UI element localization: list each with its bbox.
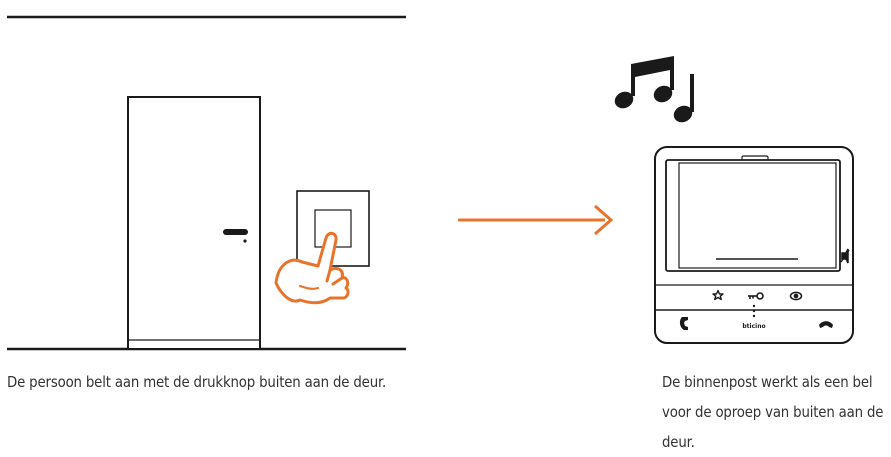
- handset-hangup-icon[interactable]: [819, 321, 833, 328]
- arrow-right-icon: [458, 204, 614, 236]
- mute-icon: [840, 248, 850, 264]
- star-icon[interactable]: [712, 289, 724, 301]
- handset-answer-icon[interactable]: [679, 317, 688, 330]
- brand-logo: bticino: [742, 323, 765, 330]
- indoor-monitor: bticino: [654, 146, 854, 344]
- key-icon[interactable]: [748, 292, 764, 300]
- eye-icon[interactable]: [789, 291, 803, 301]
- caption-doorbell: De persoon belt aan met de drukknop buit…: [7, 373, 387, 391]
- door-handle: [223, 229, 248, 243]
- caption-indoor-unit: De binnenpost werkt als een bel voor de …: [662, 373, 884, 451]
- music-notes-icon: [614, 56, 694, 123]
- pressing-hand-icon: [274, 231, 350, 305]
- door: [127, 96, 261, 350]
